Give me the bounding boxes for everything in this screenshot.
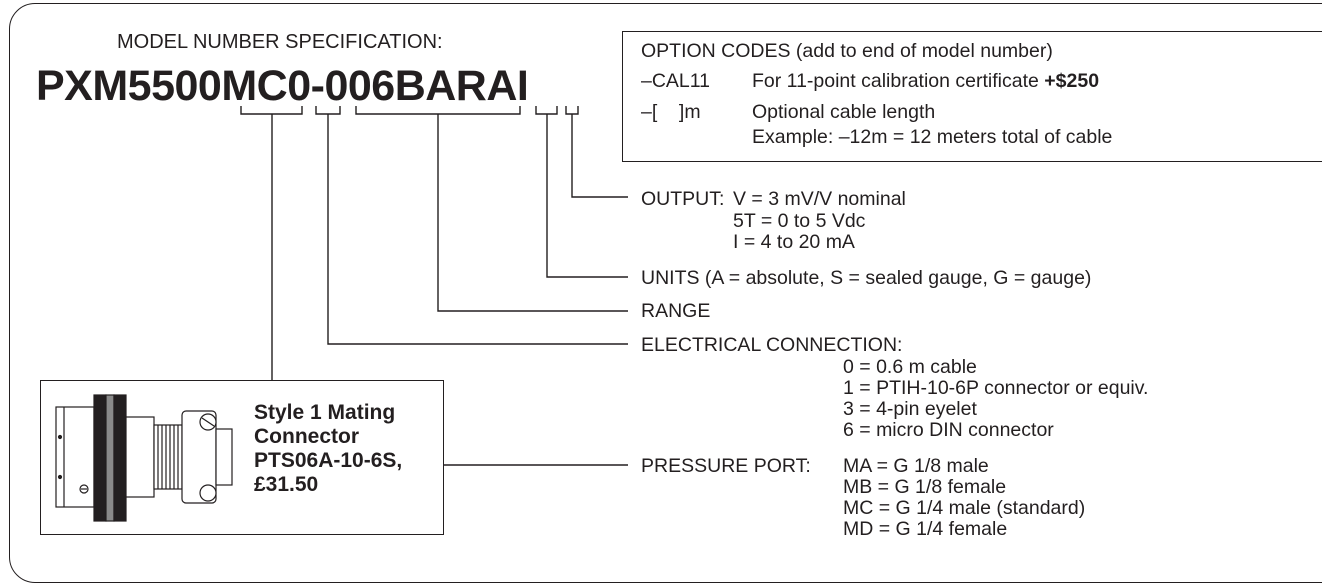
option-codes-title: OPTION CODES (add to end of model number… <box>641 40 1053 62</box>
option-cal-price: +$250 <box>1044 70 1100 92</box>
electrical-3: 3 = 4-pin eyelet <box>843 398 977 420</box>
output-i: I = 4 to 20 mA <box>733 231 855 253</box>
connector-line-2: Connector <box>254 425 359 448</box>
connector-line-3: PTS06A-10-6S, <box>254 449 403 472</box>
output-label: OUTPUT: <box>641 188 730 210</box>
electrical-6: 6 = micro DIN connector <box>843 419 1054 441</box>
leader-units <box>546 114 628 278</box>
pressure-ma: MA = G 1/8 male <box>843 455 989 477</box>
electrical-1: 1 = PTIH-10-6P connector or equiv. <box>843 377 1149 399</box>
option-cal-desc-text: For 11-point calibration certificate <box>752 70 1045 92</box>
connector-price: £31.50 <box>254 473 319 496</box>
model-number: PXM5500MC0-006BARAI <box>36 62 529 110</box>
option-cal-code: –CAL11 <box>641 70 711 92</box>
option-cal-desc: For 11-point calibration certificate +$2… <box>752 70 1099 92</box>
units-label: UNITS (A = absolute, S = sealed gauge, G… <box>641 267 1092 289</box>
output-v: V = 3 mV/V nominal <box>733 188 906 210</box>
pressure-mb: MB = G 1/8 female <box>843 476 1007 498</box>
option-length-code: –[ ]m <box>641 101 701 123</box>
electrical-label: ELECTRICAL CONNECTION: <box>641 334 903 356</box>
leader-output <box>571 114 628 198</box>
option-length-example: Example: –12m = 12 meters total of cable <box>752 126 1113 148</box>
connector-icon <box>55 394 233 522</box>
leader-lines <box>240 106 628 466</box>
bracket-range <box>355 106 521 115</box>
pressure-md: MD = G 1/4 female <box>843 518 1008 540</box>
bracket-pressure-port <box>240 106 303 115</box>
pressure-mc: MC = G 1/4 male (standard) <box>843 497 1086 519</box>
connector-line-1: Style 1 Mating <box>254 401 396 424</box>
bracket-electrical <box>315 106 341 115</box>
range-label: RANGE <box>641 300 711 322</box>
electrical-0: 0 = 0.6 m cable <box>843 356 977 378</box>
option-length-desc: Optional cable length <box>752 101 936 123</box>
spec-header: MODEL NUMBER SPECIFICATION: <box>117 31 443 53</box>
output-5t: 5T = 0 to 5 Vdc <box>733 210 866 232</box>
option-codes-box <box>622 31 1322 162</box>
leader-range <box>437 114 628 312</box>
leader-electrical <box>327 114 628 345</box>
bracket-units <box>535 106 558 115</box>
pressure-label: PRESSURE PORT: <box>641 455 817 477</box>
bracket-output <box>565 106 579 115</box>
